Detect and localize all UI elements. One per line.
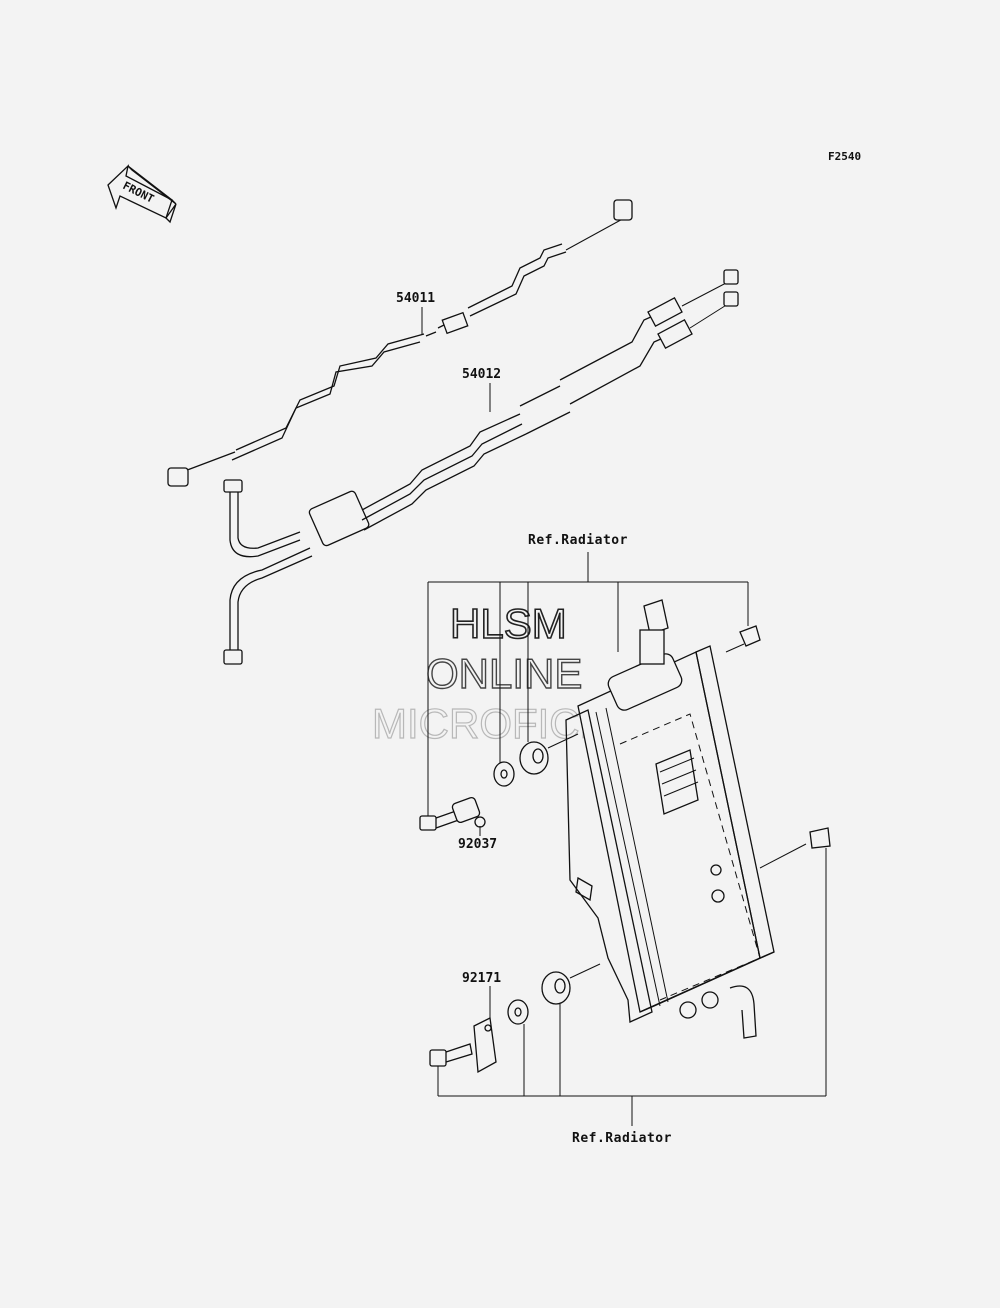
ref-radiator-bottom: Ref.Radiator: [572, 1131, 672, 1146]
part-label-54012: 54012: [462, 367, 501, 382]
throttle-cable-54011: [167, 199, 633, 487]
front-arrow-icon: FRONT: [107, 164, 177, 224]
bottom-hardware: [429, 963, 601, 1074]
part-label-92037: 92037: [458, 837, 497, 852]
part-label-54011: 54011: [396, 291, 435, 306]
watermark: HLSM ONLINE MICROFICHE: [371, 599, 638, 747]
top-hardware: [419, 625, 761, 831]
part-label-92171: 92171: [462, 971, 501, 986]
ref-radiator-top: Ref.Radiator: [528, 533, 628, 548]
radiator: [565, 599, 775, 1039]
watermark-line2: ONLINE: [426, 650, 582, 697]
ref-bracket-top: [427, 552, 749, 816]
figure-code: F2540: [828, 150, 861, 163]
throttle-cable-54012: [223, 269, 739, 665]
ref-bracket-bottom: [437, 1004, 826, 1126]
right-side-bolt: [759, 827, 831, 1096]
watermark-line1: HLSM: [450, 600, 567, 647]
